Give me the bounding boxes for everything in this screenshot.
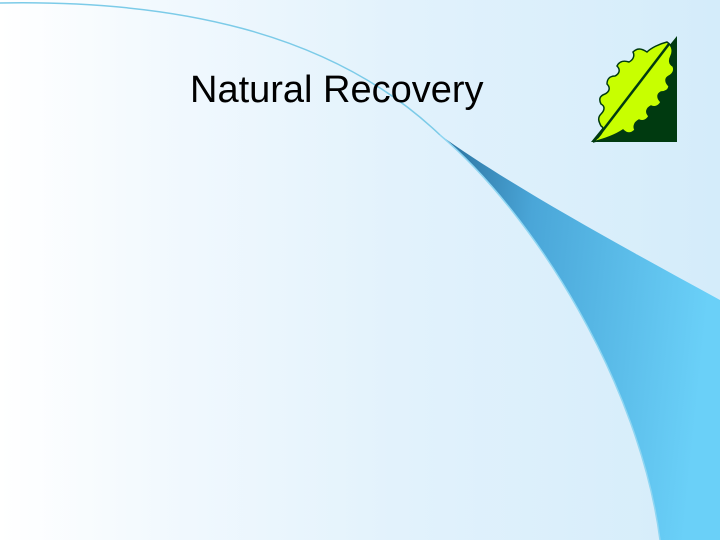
blue-swoosh [440,135,720,540]
slide-title: Natural Recovery [190,69,484,111]
holly-leaf-icon [591,36,677,143]
swoosh-edge [439,134,661,540]
arc-line [0,2,441,136]
